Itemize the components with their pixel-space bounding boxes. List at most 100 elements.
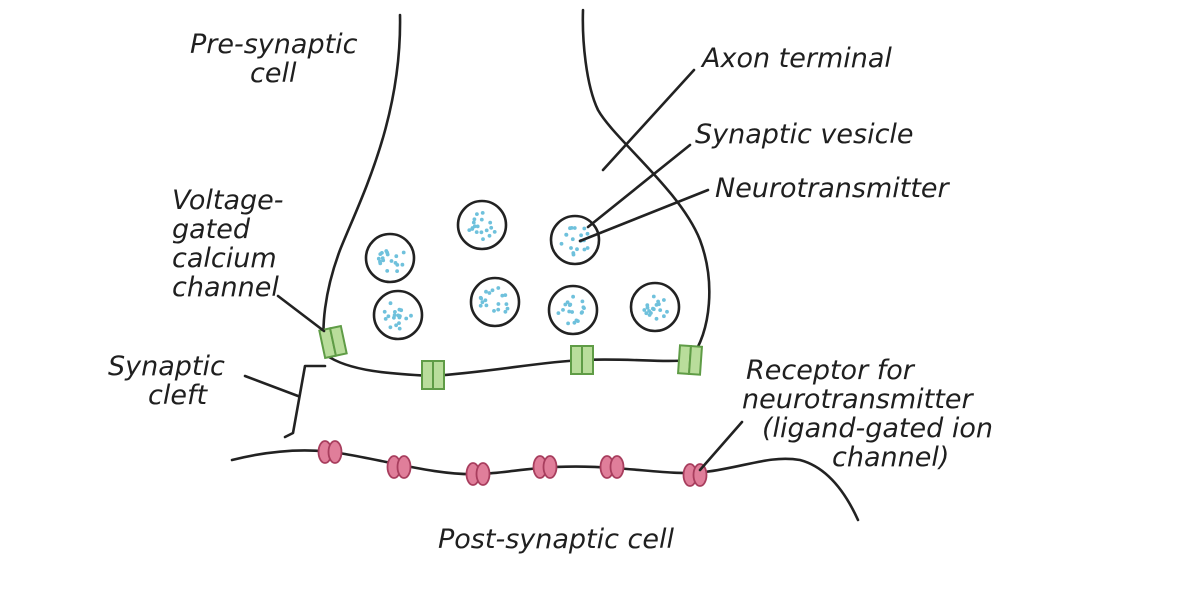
neurotransmitter-dot <box>651 294 656 299</box>
neurotransmitter-dot <box>388 301 393 306</box>
neurotransmitter-dot <box>581 305 586 310</box>
neurotransmitter-dot <box>644 311 649 316</box>
voltage-gated-calcium-channel <box>421 360 445 390</box>
voltage-gated-line-4: channel <box>172 272 279 303</box>
neurotransmitter-dot <box>559 241 564 246</box>
neurotransmitter-dot <box>651 306 655 311</box>
neurotransmitter-dot <box>394 254 399 259</box>
neurotransmitter-dot <box>580 310 584 314</box>
neurotransmitter-dot <box>480 300 485 305</box>
voltage-gated-line-1: Voltage- <box>172 185 284 216</box>
neurotransmitter-dot <box>389 259 394 263</box>
receptor-line-4: channel) <box>832 442 950 473</box>
vesicle-membrane <box>364 232 416 284</box>
neurotransmitter-dot <box>378 261 383 266</box>
neurotransmitter-dot <box>580 299 585 304</box>
neurotransmitter-dot <box>579 233 583 238</box>
neurotransmitter-dot <box>503 309 508 314</box>
channel-subunit-right <box>328 324 348 357</box>
channel-subunit-right <box>687 344 704 376</box>
neurotransmitter-dot <box>504 302 509 306</box>
neurotransmitter-dot <box>500 293 505 298</box>
neurotransmitter-dot <box>392 315 396 320</box>
neurotransmitter-dot <box>381 258 386 263</box>
neurotransmitter-dot <box>490 288 495 293</box>
neurotransmitter-dot <box>483 298 488 303</box>
neurotransmitter-dot <box>566 321 570 326</box>
axon-terminal-label: Axon terminal <box>702 44 892 73</box>
neurotransmitter-receptor <box>599 455 625 479</box>
neurotransmitter-dot <box>484 303 489 308</box>
neurotransmitter-dot <box>474 230 479 235</box>
synaptic-vesicle <box>547 284 599 336</box>
receptor-pointer-line <box>698 420 744 472</box>
neurotransmitter-dot <box>401 250 406 255</box>
synaptic-cleft-label: Synaptic cleft <box>108 352 225 410</box>
neurotransmitter-dot <box>642 308 647 312</box>
neurotransmitter-dot <box>479 230 484 235</box>
neurotransmitter-dot <box>489 225 494 230</box>
synaptic-cleft-pointer-line <box>243 374 300 398</box>
neurotransmitter-dot <box>571 252 576 257</box>
neurotransmitter-dot <box>397 326 402 331</box>
calcium-channel-pointer-line <box>276 294 326 333</box>
vesicle-membrane <box>456 199 508 251</box>
neurotransmitter-receptor <box>532 455 558 479</box>
synaptic-vesicle <box>372 289 424 341</box>
neurotransmitter-dot <box>484 289 488 294</box>
neurotransmitter-dot <box>570 310 574 314</box>
neurotransmitter-dot <box>383 317 388 321</box>
voltage-gated-line-3: calcium <box>172 243 277 274</box>
vesicle-membrane <box>547 284 599 336</box>
neurotransmitter-dot <box>585 246 590 250</box>
synaptic-vesicle-pointer-line <box>586 143 692 229</box>
neurotransmitter-dot <box>404 316 409 321</box>
neurotransmitter-dot <box>570 237 575 242</box>
neurotransmitter-dot <box>400 262 405 267</box>
neurotransmitter-dot <box>568 302 573 307</box>
neurotransmitter-dot <box>654 316 659 321</box>
synaptic-vesicle <box>629 281 681 333</box>
neurotransmitter-dot <box>480 211 485 215</box>
neurotransmitter-dot <box>658 308 663 312</box>
synaptic-cleft-line-2: cleft <box>148 380 208 411</box>
neurotransmitter-dot <box>645 303 650 308</box>
neurotransmitter-dot <box>395 269 399 273</box>
neurotransmitter-dot <box>505 306 510 311</box>
neurotransmitter-dot <box>385 269 390 273</box>
synaptic-vesicles <box>364 199 681 341</box>
voltage-gated-calcium-channel-label: Voltage- gated calcium channel <box>172 186 284 302</box>
neurotransmitter-dot <box>567 309 572 314</box>
neurotransmitter-dot <box>582 226 587 231</box>
neurotransmitter-dot <box>492 230 497 234</box>
vesicle-membrane <box>629 281 681 333</box>
neurotransmitter-dot <box>496 302 501 306</box>
neurotransmitter-dot <box>472 217 477 222</box>
neurotransmitter-dot <box>382 309 387 314</box>
postsynaptic-cell-label: Post-synaptic cell <box>438 525 674 554</box>
neurotransmitter-dot <box>575 247 579 252</box>
receptor-line-1: Receptor for <box>746 355 914 386</box>
vesicle-membrane <box>549 214 601 266</box>
neurotransmitter-dot <box>665 309 669 314</box>
receptor-label: Receptor for neurotransmitter (ligand-ga… <box>742 356 993 472</box>
neurotransmitter-dot <box>396 313 401 318</box>
neurotransmitter-dot <box>569 246 573 250</box>
receptor-subunit-right <box>609 455 625 479</box>
voltage-gated-calcium-channel <box>318 324 348 360</box>
neurotransmitter-dot <box>585 231 590 236</box>
neurotransmitter-receptor <box>386 455 412 479</box>
neurotransmitter-dot <box>470 226 475 230</box>
receptor-subunit-right <box>542 455 558 479</box>
neurotransmitter-dot <box>572 226 577 230</box>
neurotransmitter-dot <box>478 303 483 308</box>
neurotransmitter-dot <box>572 320 577 325</box>
synaptic-cleft-bracket <box>283 364 327 439</box>
neurotransmitter-dot <box>394 323 398 328</box>
neurotransmitter-dot <box>484 228 489 233</box>
neurotransmitter-label: Neurotransmitter <box>715 174 949 203</box>
channel-subunit-right <box>581 345 594 375</box>
synaptic-vesicle <box>549 214 601 266</box>
